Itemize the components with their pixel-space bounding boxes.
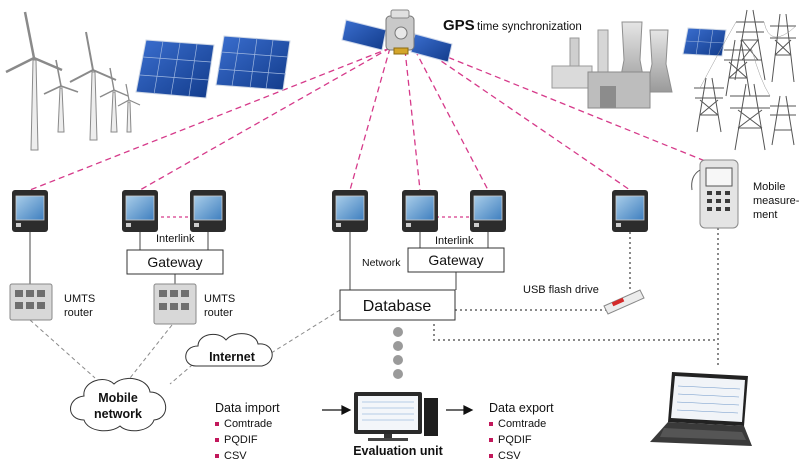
mobile-network-label-2: network <box>94 407 142 421</box>
wind-turbine-icon <box>69 31 117 141</box>
gps-title: GPS <box>443 17 475 34</box>
pylon-icon <box>734 9 766 81</box>
data-import-block: Data import Comtrade PQDIF CSV <box>215 401 280 462</box>
gps-links <box>29 47 716 191</box>
solar-panels <box>135 27 727 99</box>
usb-label: USB flash drive <box>523 284 599 296</box>
database-label: Database <box>363 298 432 315</box>
gateway-left: Gateway <box>126 249 224 275</box>
pq-device-icon <box>612 190 648 232</box>
mobile-measurement-label-1: Mobile <box>753 181 785 193</box>
pylon-icon <box>770 95 796 146</box>
pylon-icon <box>770 13 796 83</box>
data-import-item: PQDIF <box>224 434 258 446</box>
gps-subtitle: time synchronization <box>477 21 582 33</box>
mobile-measurement-label-3: ment <box>753 209 777 221</box>
pq-device-icon <box>12 190 48 232</box>
wind-turbines <box>5 11 141 151</box>
data-export-item: Comtrade <box>498 418 546 430</box>
mobile-network-cloud: Mobile network <box>70 377 166 432</box>
evaluation-unit-label: Evaluation unit <box>353 444 443 458</box>
pq-device-icon <box>470 190 506 232</box>
solar-panel-icon <box>215 35 291 91</box>
data-import-title: Data import <box>215 401 280 415</box>
data-export-item: CSV <box>498 450 521 462</box>
satellite-icon <box>341 9 453 63</box>
solar-panel-icon <box>135 39 215 99</box>
internet-cloud: Internet <box>185 333 273 367</box>
wind-turbine-icon <box>5 11 63 151</box>
network-lines <box>29 232 489 290</box>
transmission-towers <box>694 9 797 151</box>
pq-devices <box>12 190 648 232</box>
data-import-item: Comtrade <box>224 418 272 430</box>
dotted-lines <box>433 228 719 366</box>
mobile-measurement-label-2: measure- <box>753 195 800 207</box>
pylon-icon <box>724 39 752 97</box>
power-plant-icon <box>551 21 673 109</box>
pq-device-icon <box>122 190 158 232</box>
evaluation-unit-icon <box>354 392 438 441</box>
mobile-network-label-1: Mobile <box>98 391 138 405</box>
data-export-item: PQDIF <box>498 434 532 446</box>
usb-flash-drive-icon <box>603 289 645 315</box>
data-export-title: Data export <box>489 401 554 415</box>
umts-router-icon <box>9 283 53 321</box>
gateway-right-label: Gateway <box>428 252 483 268</box>
pq-device-icon <box>332 190 368 232</box>
arrow-icons <box>322 405 474 415</box>
data-import-item: CSV <box>224 450 247 462</box>
interlink-label-right: Interlink <box>435 235 474 247</box>
umts1-label-2: router <box>64 307 93 319</box>
wind-turbine-icon <box>117 83 141 133</box>
internet-label: Internet <box>209 350 256 364</box>
umts1-label-1: UMTS <box>64 293 95 305</box>
gateway-right: Gateway <box>407 247 505 273</box>
data-export-block: Data export Comtrade PQDIF CSV <box>489 401 554 462</box>
umts2-label-2: router <box>204 307 233 319</box>
data-lines <box>29 309 341 385</box>
gateway-left-label: Gateway <box>147 254 202 270</box>
ellipsis-dots <box>393 327 403 379</box>
pq-device-icon <box>402 190 438 232</box>
wind-turbine-icon <box>43 59 79 133</box>
pq-device-icon <box>190 190 226 232</box>
network-label: Network <box>362 257 401 269</box>
pylon-icon <box>694 77 724 133</box>
laptop-icon <box>650 372 752 446</box>
interlink-label-left: Interlink <box>156 233 195 245</box>
mobile-measurement-device-icon <box>691 159 739 229</box>
pylon-icon <box>730 83 770 151</box>
wind-turbine-icon <box>99 67 129 133</box>
umts2-label-1: UMTS <box>204 293 235 305</box>
umts-router-icon <box>153 283 197 325</box>
database-box: Database <box>339 289 456 321</box>
solar-panel-icon <box>682 27 727 57</box>
